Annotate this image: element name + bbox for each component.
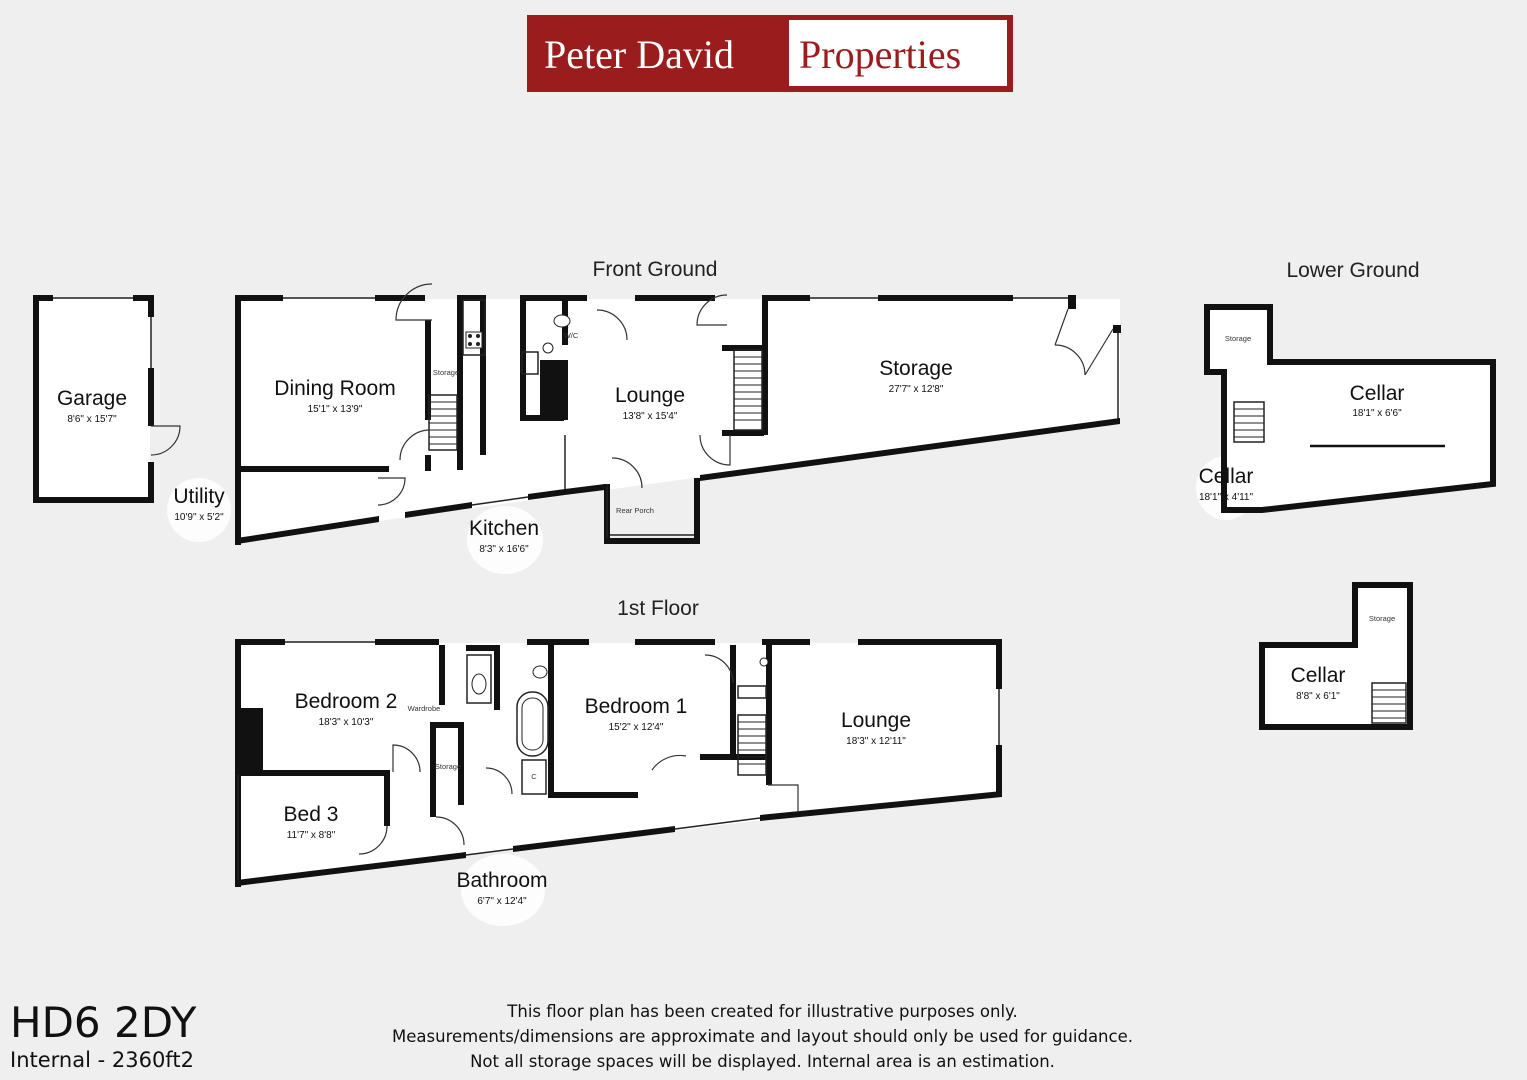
room-lounge-first-dim: 18'3" x 12'11" [846,736,906,747]
room-cellar-b-dim: 18'1" x 4'11" [1199,492,1254,503]
brand-name-right: Properties [799,32,962,77]
room-bathroom-dim: 6'7" x 12'4" [477,896,527,907]
room-kitchen-dim: 8'3" x 16'6" [479,544,529,555]
brand-name-left: Peter David [544,32,734,77]
brand-name-right-panel: Properties [789,20,1007,86]
room-bed-3-dim: 11'7" x 8'8" [287,830,336,841]
disclaimer-line-3: Not all storage spaces will be displayed… [470,1052,1055,1071]
disclaimer: This floor plan has been created for ill… [380,999,1145,1074]
label-halos [167,456,1256,926]
room-bathroom-name: Bathroom [456,869,547,892]
front-ground-fixtures [377,283,1114,506]
room-cellar-a-dim: 18'1" x 6'6" [1352,408,1402,419]
room-bedroom-1-dim: 15'2" x 12'4" [609,722,664,733]
room-garage-name: Garage [57,387,127,410]
room-bedroom-1-name: Bedroom 1 [585,695,688,718]
postcode: HD6 2DY [10,998,197,1047]
room-bedroom-2-name: Bedroom 2 [295,690,398,713]
label-wardrobe: Wardrobe [408,704,441,713]
room-bed-3-name: Bed 3 [284,803,339,826]
room-utility-dim: 10'9" x 5'2" [174,512,224,523]
disclaimer-line-1: This floor plan has been created for ill… [507,1002,1018,1021]
room-dining-name: Dining Room [274,377,395,400]
room-dining-dim: 15'1" x 13'9" [308,404,363,415]
internal-area: Internal - 2360ft2 [10,1048,194,1072]
disclaimer-line-2: Measurements/dimensions are approximate … [392,1027,1133,1046]
label-cupboard: C [531,772,537,781]
room-cellar-a-name: Cellar [1350,382,1405,405]
floor-title-lower-ground: Lower Ground [1286,259,1419,282]
floor-title-first-floor: 1st Floor [617,597,699,620]
label-wc: W/C [564,331,579,340]
room-kitchen-name: Kitchen [469,517,539,540]
label-storage-cellar: Storage [1369,614,1395,623]
brand-logo: Peter David Properties [527,15,1013,92]
room-lounge-first-name: Lounge [841,709,911,732]
room-storage-ground-dim: 27'7" x 12'8" [889,384,944,395]
room-cellar-c-dim: 8'8" x 6'1" [1296,691,1340,702]
label-rear-porch: Rear Porch [616,506,654,515]
small-cellar-walls [1259,582,1413,730]
floor-title-front-ground: Front Ground [593,258,718,281]
room-garage-dim: 8'6" x 15'7" [67,414,117,425]
label-storage-first: Storage [435,762,461,771]
room-lounge-ground-dim: 13'8" x 15'4" [623,411,678,422]
room-cellar-b-name: Cellar [1199,465,1254,488]
lower-ground-walls [1204,304,1496,513]
label-storage-ground: Storage [433,368,459,377]
front-ground-walls [235,295,1121,545]
room-storage-ground-name: Storage [879,357,953,380]
label-storage-lower: Storage [1225,334,1251,343]
garage-walls [33,295,181,503]
room-utility-name: Utility [173,485,225,508]
room-bedroom-2-dim: 18'3" x 10'3" [319,717,374,728]
room-lounge-ground-name: Lounge [615,384,685,407]
first-floor-walls [235,639,1002,887]
room-cellar-c-name: Cellar [1291,664,1346,687]
